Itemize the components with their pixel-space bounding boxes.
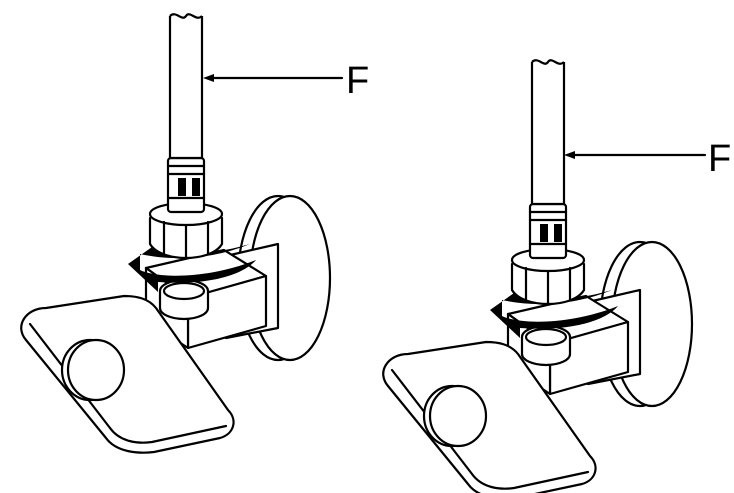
right-leader-line bbox=[564, 151, 707, 159]
right-valve-assembly bbox=[382, 59, 694, 493]
left-callout-label: F bbox=[346, 60, 370, 102]
right-callout-label: F bbox=[708, 138, 732, 180]
left-leader-line bbox=[203, 74, 344, 82]
left-valve-assembly bbox=[20, 13, 332, 454]
